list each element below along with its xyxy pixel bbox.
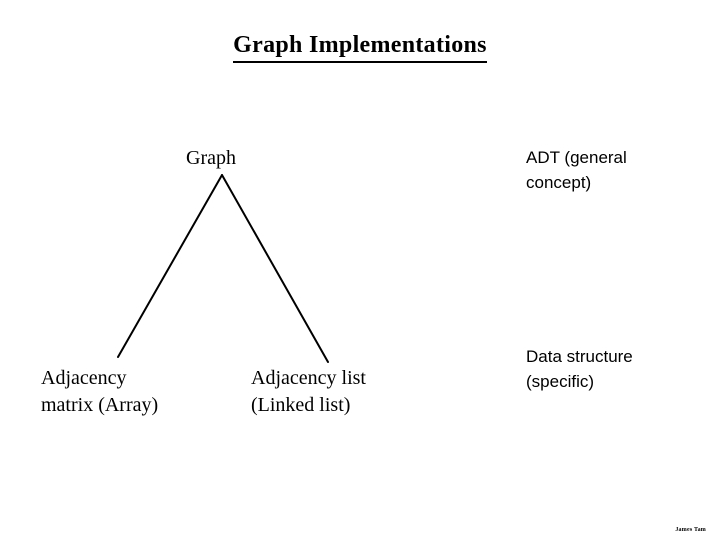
footer-credit: James Tam	[675, 527, 706, 533]
node-label-adjacency-list: Adjacency list (Linked list)	[251, 367, 366, 416]
page-title-text: Graph Implementations	[233, 30, 487, 63]
edge-graph-to-adjacency-list	[221, 174, 329, 363]
annotation-data-structure-specific: Data structure (specific)	[526, 347, 633, 391]
node-label-graph: Graph	[186, 147, 236, 169]
annotation-adt-general: ADT (general concept)	[526, 148, 627, 192]
node-label-adjacency-matrix: Adjacency matrix (Array)	[41, 367, 159, 416]
page-title: Graph Implementations	[0, 30, 720, 63]
edge-graph-to-adjacency-matrix	[117, 174, 223, 358]
